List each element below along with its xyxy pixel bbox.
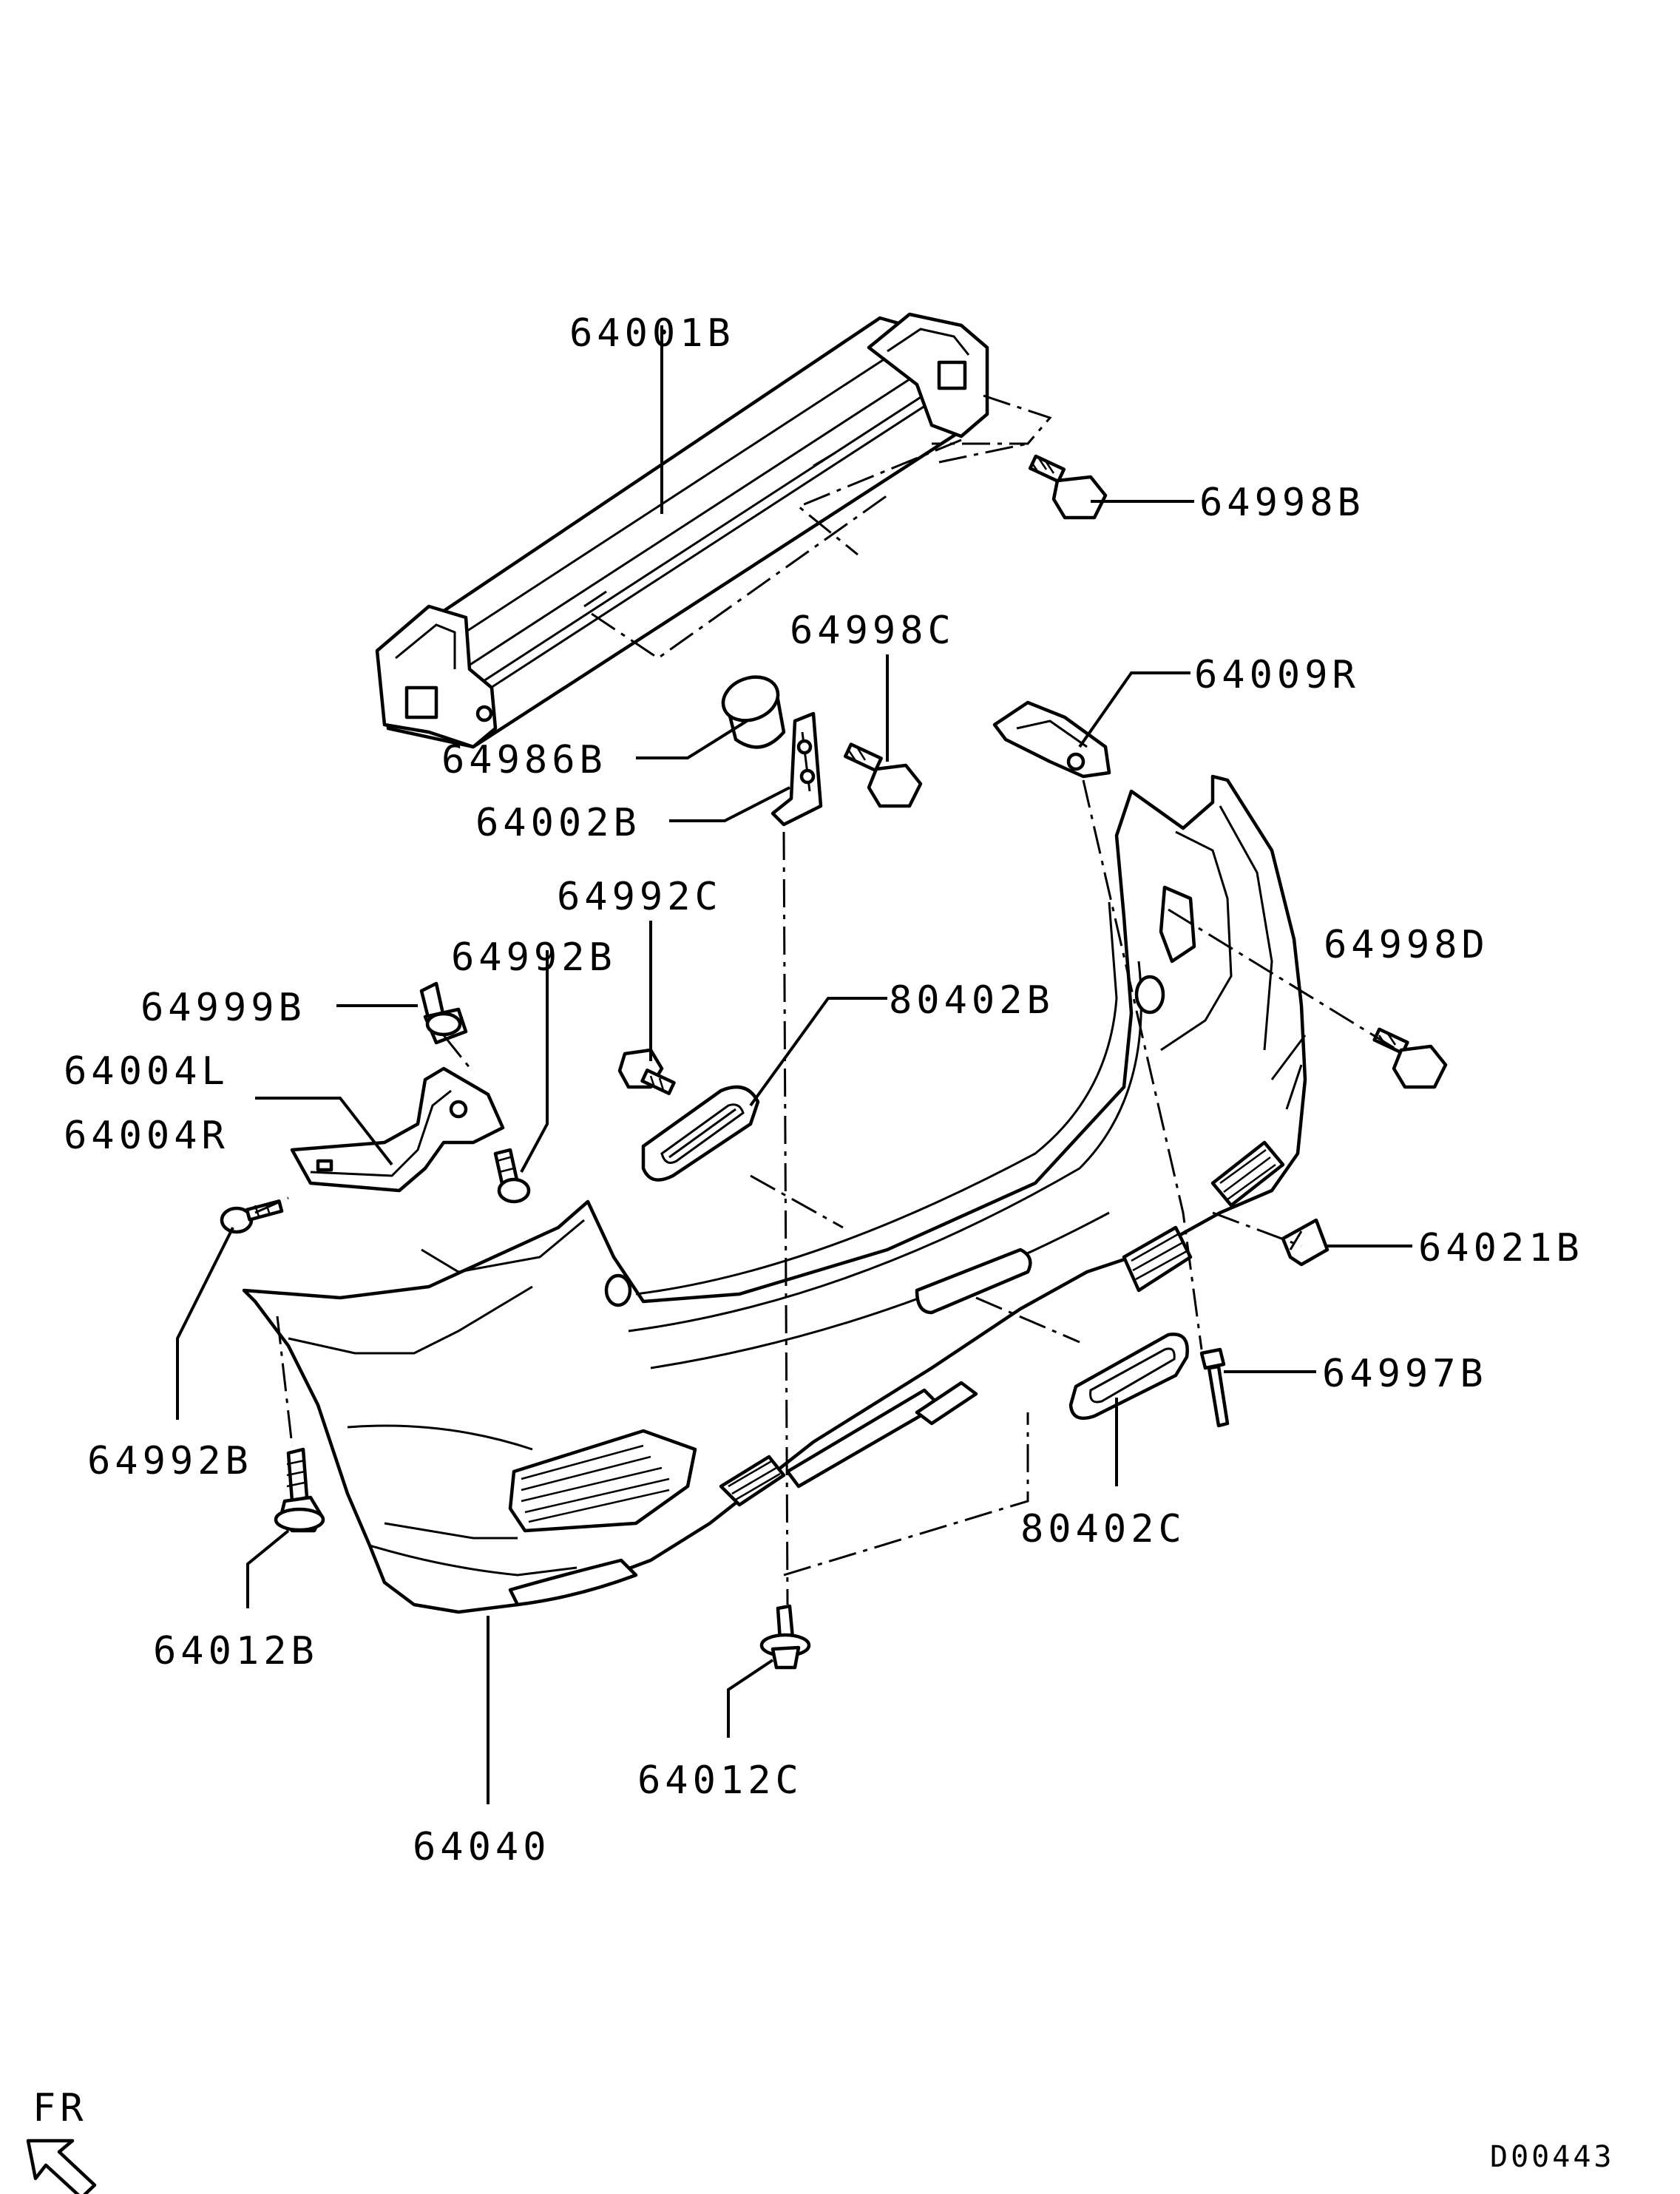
callout-64004l: 64004L [64,1049,229,1094]
callout-64998c: 64998C [790,609,955,653]
bracket-64002b [770,711,823,827]
pin-64997b [1199,1347,1230,1428]
callout-80402b: 80402B [889,978,1054,1023]
callout-64999b: 64999B [140,986,306,1030]
screw-64992b-upper [493,1148,531,1204]
callout-64040: 64040 [413,1825,551,1869]
callout-64002b: 64002B [475,801,641,845]
callout-64992c: 64992C [557,875,722,919]
callout-labels: 64001B 64998B 64998C 64009R 64986B 64002… [64,311,1584,1869]
assembly-lines [254,394,1398,1605]
bracket-64009r [992,700,1111,779]
callout-64992b-upper: 64992B [451,935,617,980]
reflector-80402c [1068,1333,1189,1421]
front-direction-indicator: FR [26,2086,97,2194]
rear-bumper-reinforcement [375,312,989,749]
callout-64992b-lower: 64992B [87,1439,253,1483]
callout-64012c: 64012C [637,1758,803,1803]
bolt-64998d [1372,1027,1448,1089]
callout-80402c: 80402C [1020,1507,1186,1551]
front-arrow-icon [26,2139,97,2194]
callout-64009r: 64009R [1194,653,1360,697]
callout-64004r: 64004R [64,1114,229,1158]
callout-64998d: 64998D [1324,923,1489,967]
callout-64012b: 64012B [153,1629,319,1673]
leader-lines [176,325,1412,1804]
front-label: FR [33,2086,88,2130]
bumper-fascia-64040 [242,774,1307,1614]
drawing-code: D00443 [1490,2140,1615,2174]
bracket-64004 [290,1066,505,1193]
cap-64021b [1281,1218,1330,1267]
callout-64997b: 64997B [1322,1352,1488,1396]
clip-64012b [274,1447,325,1533]
reflector-80402b [641,1085,760,1182]
clip-64999b [419,981,468,1045]
callout-64001b: 64001B [569,311,735,356]
bolt-64998c [844,742,923,808]
clip-64012c [759,1604,811,1670]
spacer-64986b [721,675,786,749]
bolt-64998b [1028,454,1108,520]
callout-64986b: 64986B [441,738,607,782]
callout-64021b: 64021B [1418,1226,1584,1270]
callout-64998b: 64998B [1199,481,1365,525]
screw-64992c [617,1048,676,1095]
